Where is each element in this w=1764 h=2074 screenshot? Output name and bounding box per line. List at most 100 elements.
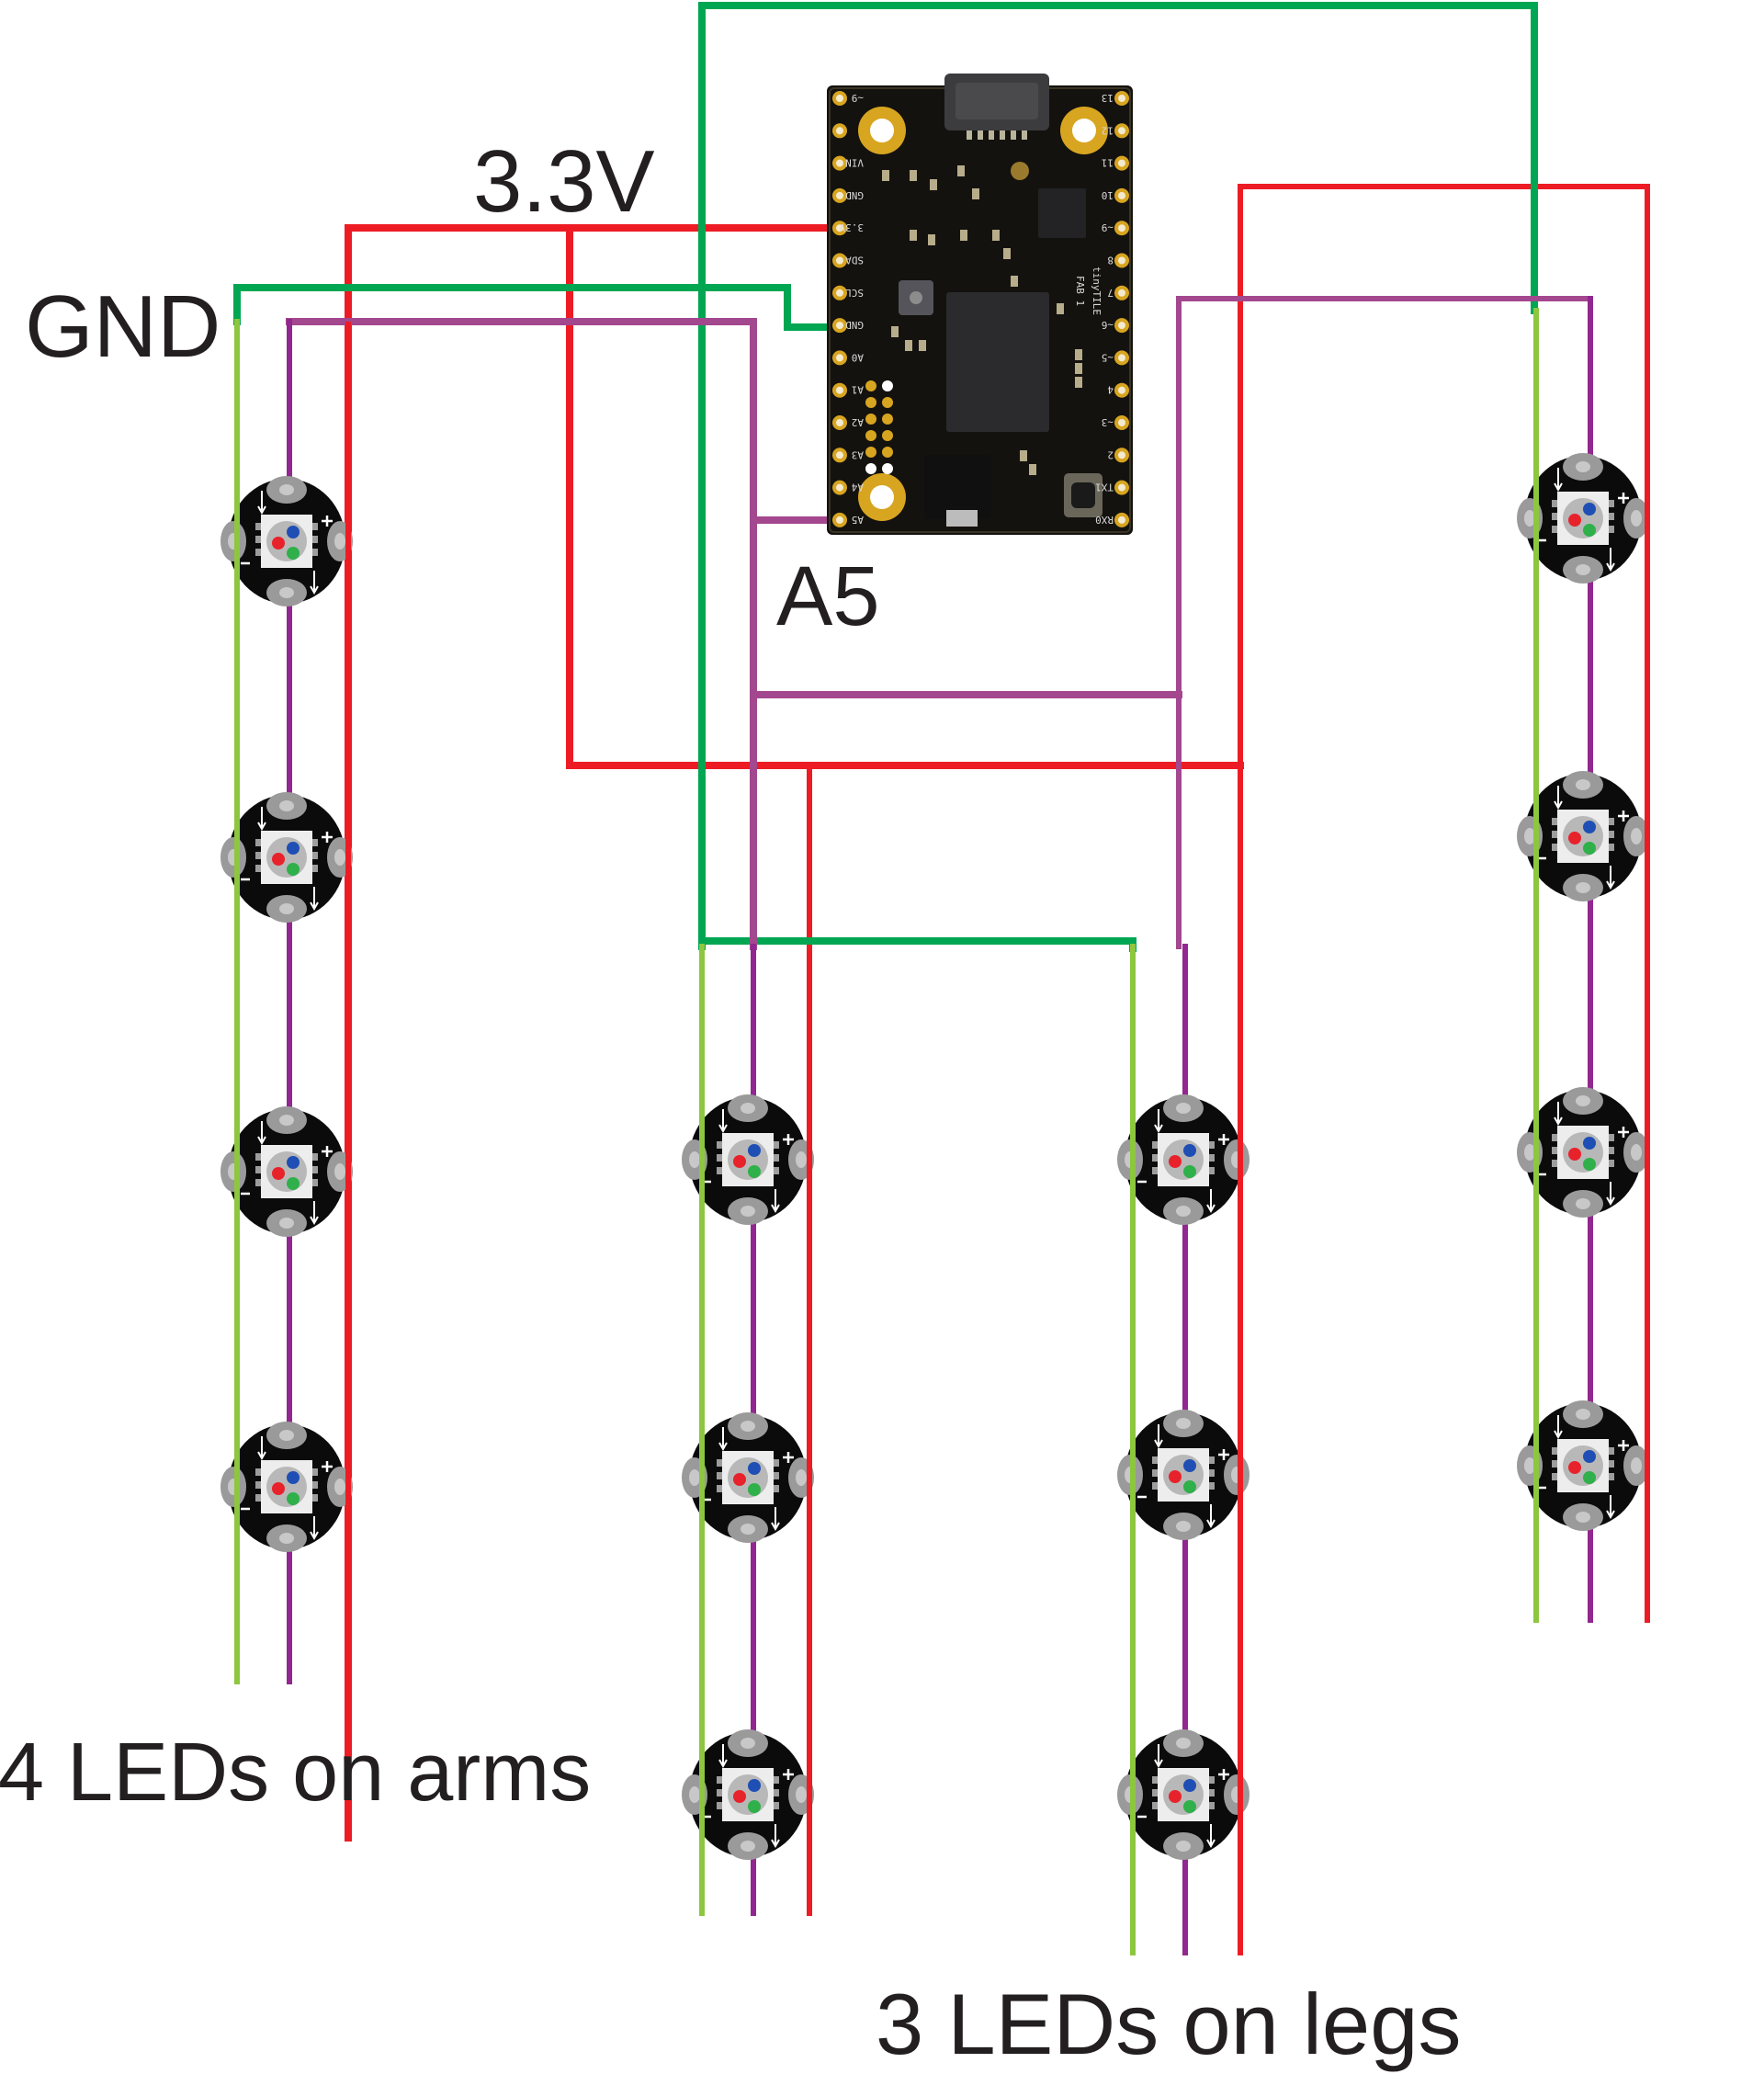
led-power-pad-hole — [1631, 1144, 1642, 1161]
right-pin-hole — [1118, 127, 1125, 135]
led-lead — [1209, 1482, 1215, 1490]
led-data-pad-hole — [1176, 1418, 1191, 1429]
ground-wire-leg-bridge — [698, 937, 1136, 952]
data-in-arrow-icon — [1554, 468, 1563, 493]
data-in-arrow-icon — [1154, 1424, 1163, 1449]
led-red-die — [1568, 832, 1581, 844]
led-green-die — [1583, 842, 1596, 855]
power-label: 3.3V — [473, 132, 655, 231]
led-lead — [255, 1166, 261, 1173]
led-data-pad-hole — [741, 1103, 755, 1114]
led-lead — [774, 1459, 779, 1467]
led-green-die — [1583, 1158, 1596, 1171]
arms-caption: 4 LEDs on arms — [0, 1727, 592, 1819]
smd-component — [891, 326, 899, 337]
usb-pin — [989, 130, 994, 140]
left-pin-hole — [836, 322, 843, 330]
test-pad — [1011, 162, 1029, 180]
right-pin-hole — [1118, 191, 1125, 199]
antenna-area — [924, 455, 990, 519]
ground-wire-main — [233, 284, 842, 331]
board-silkscreen-rev: FAB 1 — [1074, 276, 1086, 306]
led-lead — [1609, 844, 1614, 851]
right-pin-label: ~3 — [1102, 416, 1114, 428]
led-data-pad-hole — [1176, 1103, 1191, 1114]
led-data-pad-hole — [741, 1524, 755, 1535]
led-data-pad-hole — [279, 1218, 294, 1229]
usb-pin — [1022, 130, 1027, 140]
led-blue-die — [287, 526, 300, 538]
led-blue-die — [1583, 1450, 1596, 1463]
led-green-die — [748, 1483, 761, 1496]
right-pin-label: 10 — [1102, 189, 1114, 201]
led-lead — [1209, 1789, 1215, 1796]
led-green-die — [1183, 1480, 1196, 1493]
data-out-arrow-icon — [1606, 548, 1615, 572]
left-pin-hole — [836, 354, 843, 362]
smd-component — [919, 340, 926, 351]
header-pad — [882, 430, 893, 441]
data-in-arrow-icon — [257, 807, 266, 832]
data-in-arrow-icon — [1154, 1744, 1163, 1769]
usb-pin — [967, 130, 972, 140]
left-pin-label: A5 — [852, 514, 864, 526]
strip-overlay — [234, 311, 1650, 1953]
plus-sign-icon — [783, 1452, 794, 1463]
led-green-die — [287, 547, 300, 560]
header-pad — [882, 414, 893, 425]
plus-sign-icon — [322, 1146, 333, 1157]
data-out-arrow-icon — [771, 1189, 780, 1214]
led-lead — [312, 1494, 318, 1502]
led-lead — [1152, 1482, 1158, 1490]
smd-component — [910, 230, 917, 241]
led-blue-die — [748, 1144, 761, 1157]
led-lead — [312, 1468, 318, 1476]
button-small-cap — [910, 291, 922, 304]
led-module — [1117, 1410, 1250, 1540]
led-power-pad-hole — [334, 1163, 345, 1180]
smd-component — [910, 170, 917, 181]
led-lead — [255, 549, 261, 556]
led-lead — [1609, 831, 1614, 838]
led-lead — [1552, 1447, 1557, 1455]
led-lead — [1552, 1147, 1557, 1154]
usb-pin — [1011, 130, 1016, 140]
right-pin-label: ~6 — [1102, 319, 1114, 331]
left-pin-hole — [836, 95, 843, 102]
led-lead — [717, 1802, 722, 1809]
data-in-arrow-icon — [1154, 1109, 1163, 1134]
header-pad — [882, 380, 893, 391]
led-data-pad-hole — [1576, 1409, 1590, 1420]
data-out-arrow-icon — [771, 1824, 780, 1849]
led-power-pad-hole — [334, 1479, 345, 1495]
right-pin-hole — [1118, 386, 1125, 394]
led-red-die — [733, 1790, 746, 1803]
led-lead — [312, 523, 318, 530]
led-green-die — [287, 1492, 300, 1505]
plus-sign-icon — [1218, 1769, 1229, 1780]
led-blue-die — [1583, 821, 1596, 833]
led-lead — [1152, 1141, 1158, 1149]
led-green-die — [1183, 1165, 1196, 1178]
led-power-pad-hole — [796, 1786, 807, 1803]
data-out-arrow-icon — [1606, 1182, 1615, 1207]
data-in-arrow-icon — [1554, 1102, 1563, 1127]
led-lead — [1609, 818, 1614, 825]
led-lead — [255, 1179, 261, 1186]
plus-sign-icon — [1618, 493, 1629, 504]
plus-sign-icon — [783, 1769, 794, 1780]
header-pad — [865, 463, 876, 474]
led-green-die — [287, 1177, 300, 1190]
led-module — [220, 792, 353, 923]
led-power-pad-hole — [1524, 1457, 1535, 1474]
led-lead — [255, 1468, 261, 1476]
led-lead — [255, 523, 261, 530]
data-out-arrow-icon — [1206, 1824, 1216, 1849]
left-pin-label: VIN — [845, 157, 864, 169]
led-lead — [1152, 1456, 1158, 1464]
plus-sign-icon — [322, 1461, 333, 1472]
led-green-die — [1583, 524, 1596, 537]
left-pin-label: A2 — [852, 416, 864, 428]
led-module — [220, 1106, 353, 1237]
led-module — [220, 1422, 353, 1552]
